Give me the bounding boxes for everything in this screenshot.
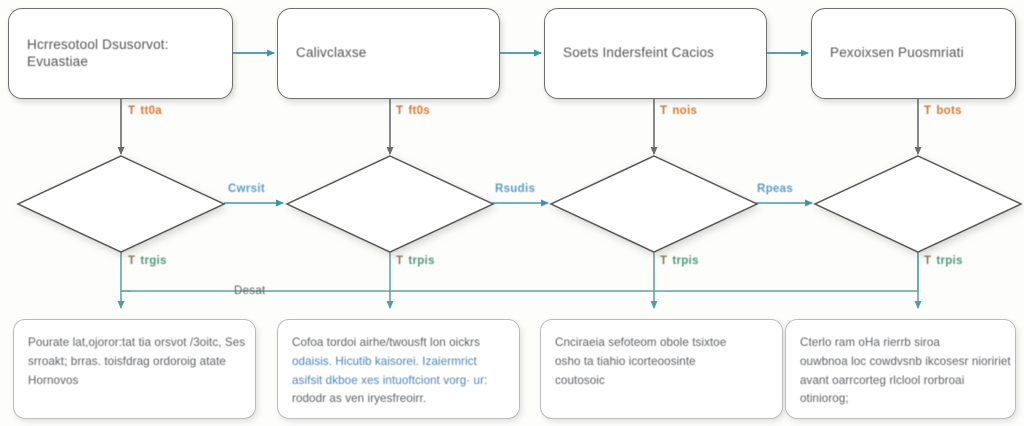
horizontal-edge-label-2: Rsudis [495,183,535,195]
horizontal-edge-label-3: Rpeas [757,183,793,195]
process-box-3[interactable]: Soets Indersfeint Cacios [544,8,767,99]
process-box-2[interactable]: Calivclaxse [277,8,500,99]
process-box-4-label: Pexoixsen Puosmriati [830,45,964,61]
process-box-4[interactable]: Pexoixsen Puosmriati [811,8,1016,99]
outcome-box-1-line-2: srroakt; brras. toisfdrag ordoroig atate [28,354,226,368]
outcome-box-2-line-3: asifsit dkboe xes intuoftciont vorg· ur: [292,373,488,387]
branch-edge-label-2-text: trpis [408,255,435,267]
outcome-box-1-line-3: Hornovos [28,373,79,387]
decision-diamond-2[interactable] [285,154,495,254]
vertical-edge-label-4-mark: T [924,105,932,117]
process-box-1[interactable]: Hcrresotool Dsusorvot: Evuastiae [8,8,233,99]
vertical-edge-label-3-mark: T [660,105,668,117]
outcome-box-1[interactable]: Pourate lat,ojoror:tat tia orsvot /3oitc… [13,319,256,419]
outcome-box-1-line-1: Pourate lat,ojoror:tat tia orsvot /3oitc… [28,336,246,349]
process-to-decision-connectors [117,99,922,155]
vertical-edge-label-2-text: ft0s [408,105,430,117]
outcome-box-2[interactable]: Cofoa tordoi airhe/twousft lon oickrs od… [277,319,520,419]
vertical-edge-label-3-text: nois [672,105,698,117]
outcome-box-3-line-3: coutosoic [555,373,605,387]
branch-edge-label-4-mark: T [924,255,932,267]
decision-diamond-3[interactable] [549,154,759,254]
branch-edge-label-1-mark: T [128,255,136,267]
branch-edge-label-2-mark: T [396,255,404,267]
horizontal-edge-label-1-text: Cwrsit [228,183,265,195]
reset-rail [117,252,922,309]
outcome-box-3-line-1: Cnciraeia sefoteom obole tsixtoe [555,336,727,349]
outcome-box-3-line-2: osho ta tiahio icorteoosinte [555,354,696,368]
process-box-3-label: Soets Indersfeint Cacios [563,45,715,61]
vertical-edge-label-2-mark: T [396,105,404,117]
outcome-box-2-line-1: Cofoa tordoi airhe/twousft lon oickrs [292,336,480,349]
outcome-box-3[interactable]: Cnciraeia sefoteom obole tsixtoe osho ta… [540,319,783,419]
horizontal-edge-label-1: Cwrsit [228,183,265,195]
outcome-box-4-line-1: Cterlo ram oHa rierrb siroa [800,336,940,349]
horizontal-edge-label-2-text: Rsudis [495,183,536,195]
horizontal-edge-label-3-text: Rpeas [757,183,794,195]
vertical-edge-label-1-mark: T [128,105,136,117]
vertical-edge-label-1-text: tt0a [140,105,162,117]
outcome-box-4[interactable]: Cterlo ram oHa rierrb siroa ouwbnoa loc … [785,319,1016,419]
process-box-2-label: Calivclaxse [296,45,367,61]
branch-edge-label-4-text: trpis [936,255,963,267]
vertical-edge-label-4-text: bots [936,105,962,117]
reset-rail-label-text: Desat [234,285,266,297]
decision-diamond-1[interactable] [16,154,226,254]
outcome-box-4-line-3: avant oarrcorteg rlclool rorbroai [800,373,965,387]
branch-edge-label-3-mark: T [660,255,668,267]
decision-diamond-4[interactable] [813,154,1023,254]
outcome-box-4-line-4: otiniorog; [800,392,849,406]
outcome-box-4-line-2: ouwbnoa loc cowdvsnb ikcosesr nioririet [800,354,1011,368]
process-box-1-label: Hcrresotool Dsusorvot: Evuastiae [27,36,169,69]
outcome-box-2-line-4: rododr as ven iryesfreoirr. [292,392,427,406]
reset-rail-label: Desat [234,285,266,297]
outcome-box-2-line-2: odaisis. Hicutib kaisorei. Izaiermrict [292,354,477,368]
branch-edge-label-3-text: trpis [672,255,699,267]
branch-edge-label-1-text: trgis [140,255,167,267]
